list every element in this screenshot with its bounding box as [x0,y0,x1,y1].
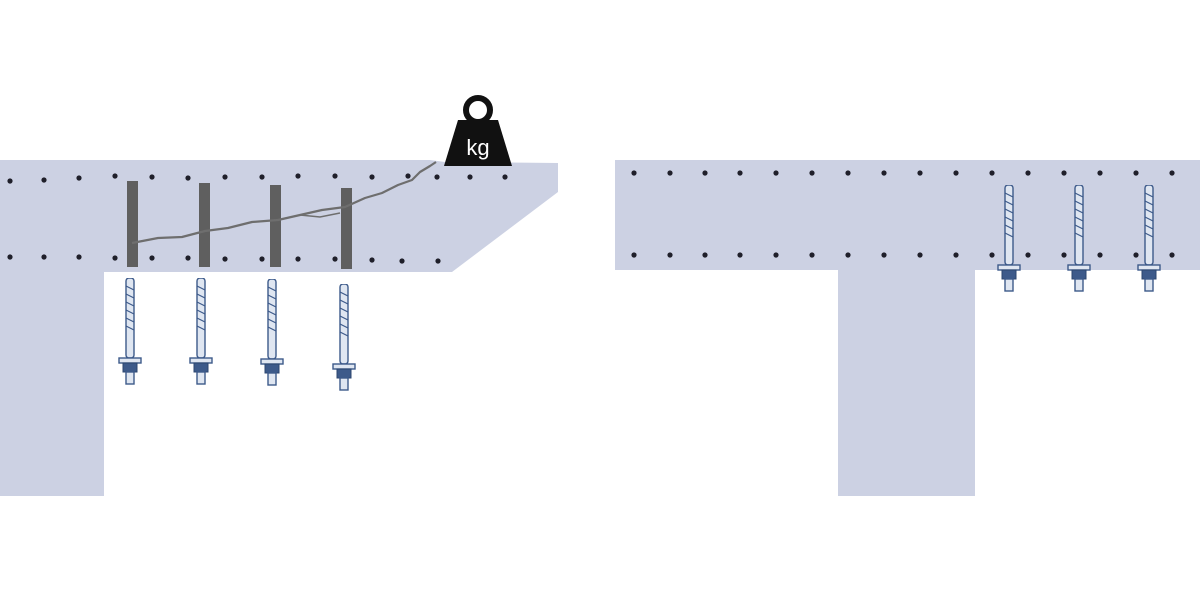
weight-label: kg [466,135,489,160]
left-bolts [118,278,356,391]
anchor-bolt [118,278,142,385]
right-panel [615,160,1200,496]
right-bottom-dots [631,252,1175,258]
rebar [341,188,352,269]
rebar [270,185,281,267]
crack-line-branch [299,212,341,218]
left-rebars [127,181,352,269]
weight-icon: kg [444,95,512,166]
left-concrete-beam [0,160,558,496]
right-top-dots [631,170,1175,176]
rebar [199,183,210,267]
left-bottom-dots [7,254,441,264]
anchor-bolt [260,279,284,386]
crack-line [131,161,437,245]
anchor-bolt [189,278,213,385]
left-panel: kg [0,95,558,496]
right-concrete-beam [615,160,1200,496]
left-top-dots [7,173,508,184]
anchor-bolt [332,284,356,391]
rebar [127,181,138,267]
